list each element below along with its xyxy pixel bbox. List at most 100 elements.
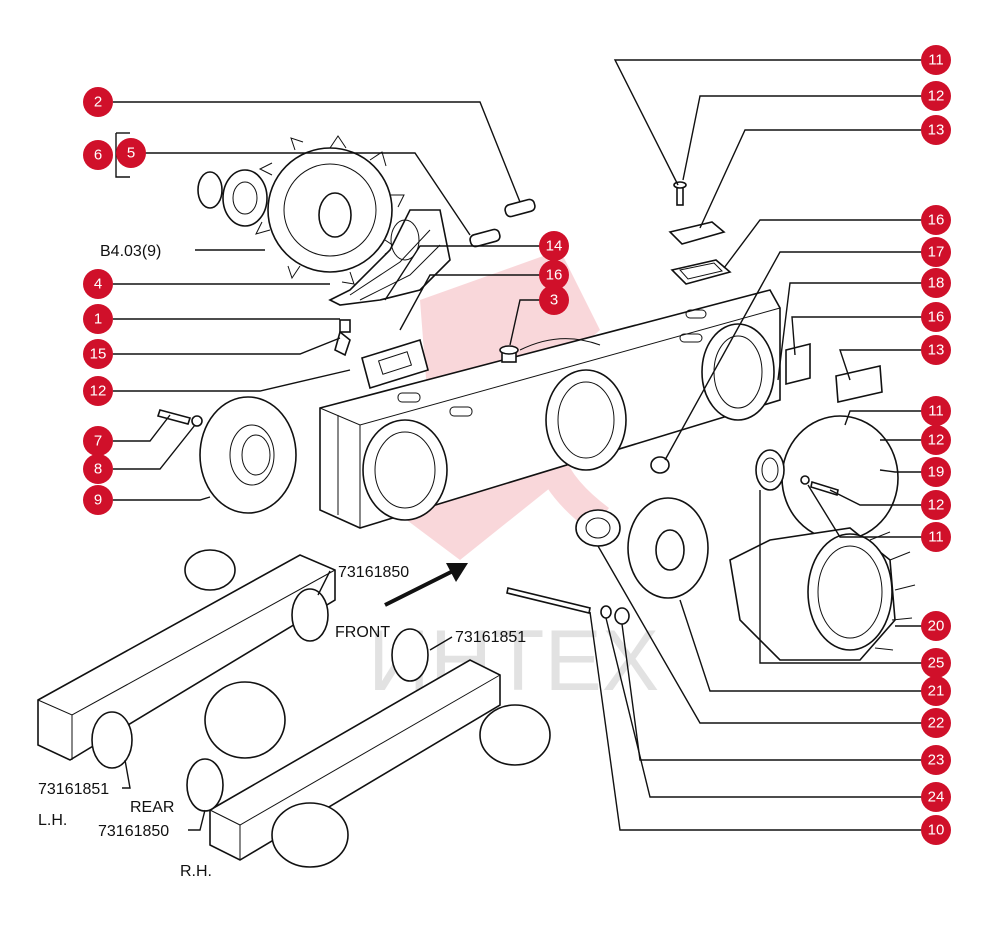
- svg-text:11: 11: [928, 403, 944, 420]
- svg-text:17: 17: [928, 244, 945, 261]
- svg-text:16: 16: [928, 309, 945, 326]
- svg-text:13: 13: [928, 342, 945, 359]
- bearing-23: [575, 509, 621, 547]
- nut-25: [614, 607, 630, 625]
- callout-12-c: 12: [921, 490, 951, 520]
- svg-text:9: 9: [94, 492, 102, 509]
- stud-10: [506, 587, 591, 614]
- front-label: FRONT: [335, 624, 390, 641]
- track-frame-overview: [37, 549, 551, 868]
- svg-text:10: 10: [928, 822, 945, 839]
- svg-text:6: 6: [94, 147, 102, 164]
- connecting-link-2: [504, 198, 536, 218]
- flange-cover-9: [199, 396, 297, 514]
- callout-17: 17: [921, 237, 951, 267]
- leader-lines: [113, 59, 922, 831]
- callout-16-b: 16: [921, 302, 951, 332]
- bolt-12-lower: [800, 475, 839, 497]
- svg-text:11: 11: [928, 52, 944, 69]
- callout-16-mid: 16: [539, 260, 569, 290]
- bolt-7: [156, 409, 203, 427]
- final-drive-housing: [319, 289, 781, 529]
- callout-12-a: 12: [921, 81, 951, 111]
- gasket-16-side: [785, 342, 811, 386]
- callout-3: 3: [539, 285, 569, 315]
- inspection-cover-14: [361, 338, 429, 390]
- right-hand-label: R.H.: [180, 863, 212, 880]
- callout-16-a: 16: [921, 205, 951, 235]
- svg-text:12: 12: [90, 383, 107, 400]
- callout-6: 6: [83, 140, 113, 170]
- rear-label: REAR: [130, 799, 174, 816]
- bearing-21: [755, 449, 785, 491]
- breather-fitting: [334, 319, 351, 357]
- callout-22: 22: [921, 708, 951, 738]
- callout-7: 7: [83, 426, 113, 456]
- callout-9: 9: [83, 485, 113, 515]
- svg-text:16: 16: [546, 267, 563, 284]
- svg-text:14: 14: [546, 238, 563, 255]
- svg-text:25: 25: [928, 655, 945, 672]
- cover-plate-13-top: [668, 221, 726, 245]
- callout-13-a: 13: [921, 115, 951, 145]
- callout-23: 23: [921, 745, 951, 775]
- svg-text:3: 3: [550, 292, 558, 309]
- callout-4: 4: [83, 269, 113, 299]
- svg-text:5: 5: [127, 145, 135, 162]
- front-direction-arrow: [384, 563, 468, 607]
- callout-11-a: 11: [921, 45, 951, 75]
- part-number-upper-b: 73161851: [455, 629, 526, 646]
- connecting-link-5: [469, 228, 501, 248]
- callout-13-b: 13: [921, 335, 951, 365]
- svg-text:2: 2: [94, 94, 102, 111]
- ref-label-b403: B4.03(9): [100, 243, 161, 260]
- part-number-lower-a: 73161850: [98, 823, 169, 840]
- callout-2: 2: [83, 87, 113, 117]
- callout-11-c: 11: [921, 522, 951, 552]
- svg-text:12: 12: [928, 432, 945, 449]
- svg-text:15: 15: [90, 346, 107, 363]
- callout-15: 15: [83, 339, 113, 369]
- svg-text:13: 13: [928, 122, 945, 139]
- callout-1: 1: [83, 304, 113, 334]
- svg-text:8: 8: [94, 461, 102, 478]
- svg-text:11: 11: [928, 529, 944, 546]
- callout-14: 14: [539, 231, 569, 261]
- svg-text:18: 18: [928, 275, 945, 292]
- callout-20: 20: [921, 611, 951, 641]
- callout-8: 8: [83, 454, 113, 484]
- callout-12-left: 12: [83, 376, 113, 406]
- part-number-lower-b: 73161851: [38, 781, 109, 798]
- gasket-16-top: [670, 259, 732, 285]
- svg-text:21: 21: [928, 683, 945, 700]
- callout-11-b: 11: [921, 396, 951, 426]
- callout-10: 10: [921, 815, 951, 845]
- filler-plug-3: [499, 345, 519, 363]
- svg-text:16: 16: [928, 212, 945, 229]
- svg-text:1: 1: [94, 311, 102, 328]
- svg-text:20: 20: [928, 618, 945, 635]
- svg-text:24: 24: [928, 789, 945, 806]
- drive-sprocket-assembly: [197, 135, 405, 285]
- washer-24: [600, 605, 612, 619]
- callout-5: 5: [116, 138, 146, 168]
- gasket-19: [781, 415, 899, 541]
- callouts: 2 6 5 4 1 15 12 7 8 9 14 16 3 11 12 13 1…: [83, 45, 951, 845]
- callout-24: 24: [921, 782, 951, 812]
- callout-21: 21: [921, 676, 951, 706]
- svg-text:12: 12: [928, 497, 945, 514]
- cover-plate-13-side: [835, 365, 883, 403]
- svg-text:12: 12: [928, 88, 945, 105]
- plug-17: [650, 456, 670, 474]
- hub-reduction-20: [729, 527, 916, 661]
- svg-text:7: 7: [94, 433, 102, 450]
- callout-19: 19: [921, 457, 951, 487]
- bolt-11-top: [673, 181, 687, 206]
- callout-18: 18: [921, 268, 951, 298]
- svg-text:4: 4: [94, 276, 102, 293]
- part-number-upper-a: 73161850: [338, 564, 409, 581]
- svg-text:23: 23: [928, 752, 945, 769]
- left-hand-label: L.H.: [38, 812, 67, 829]
- track-chain: [328, 209, 451, 306]
